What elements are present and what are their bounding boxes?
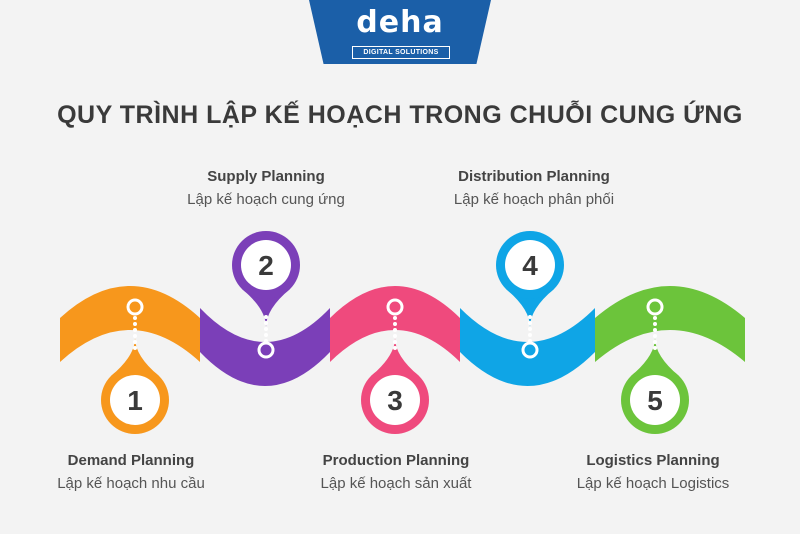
step-2-title: Supply Planning bbox=[207, 168, 325, 185]
step-4-label: Distribution Planning Lập kế hoạch phân … bbox=[424, 167, 644, 210]
step-1-pin-face bbox=[110, 375, 160, 425]
step-4-subtitle: Lập kế hoạch phân phối bbox=[453, 191, 615, 208]
step-3-pin-face bbox=[370, 375, 420, 425]
step-1-connector-dot bbox=[133, 340, 137, 344]
step-5-title: Logistics Planning bbox=[586, 452, 720, 469]
step-4-pin-face bbox=[505, 240, 555, 290]
logo-wordmark: deha bbox=[356, 5, 444, 40]
step-2-connector-dot bbox=[264, 321, 268, 325]
step-1-connector-dot bbox=[133, 346, 137, 350]
step-4-connector-dot bbox=[528, 333, 532, 337]
step-5-label: Logistics Planning Lập kế hoạch Logistic… bbox=[543, 451, 763, 494]
step-3-number: 3 bbox=[387, 385, 403, 416]
step-1-connector-dot bbox=[133, 316, 137, 320]
step-2-pin-face bbox=[241, 240, 291, 290]
step-3-connector-dot bbox=[393, 346, 397, 350]
step-3-title: Production Planning bbox=[322, 452, 470, 469]
step-3-connector-dot bbox=[393, 334, 397, 338]
step-4-title: Distribution Planning bbox=[458, 168, 610, 185]
step-3-pin-tail bbox=[371, 338, 419, 376]
step-1-pin-tail bbox=[111, 338, 159, 376]
step-2-number: 2 bbox=[258, 250, 274, 281]
ribbon-segment-1 bbox=[60, 286, 200, 362]
step-5-connector-dot bbox=[653, 334, 657, 338]
ribbon-segment-4 bbox=[460, 308, 595, 386]
step-4-pin-tail bbox=[506, 289, 554, 327]
ribbon-segment-5 bbox=[595, 286, 745, 362]
step-3-label: Production Planning Lập kế hoạch sản xuấ… bbox=[286, 451, 506, 494]
step-4-number: 4 bbox=[522, 250, 538, 281]
step-5-subtitle: Lập kế hoạch Logistics bbox=[576, 475, 730, 492]
step-4-connector-dot bbox=[528, 327, 532, 331]
step-1-title: Demand Planning bbox=[67, 452, 195, 469]
step-4-connector-dot bbox=[528, 321, 532, 325]
step-5-ribbon-ring bbox=[646, 298, 664, 316]
step-5-number: 5 bbox=[647, 385, 663, 416]
step-3-connector-dot bbox=[393, 340, 397, 344]
step-2-label: Supply Planning Lập kế hoạch cung ứng bbox=[156, 167, 376, 210]
step-5-connector-dot bbox=[653, 316, 657, 320]
step-1-connector-dot bbox=[133, 334, 137, 338]
step-5-connector-dot bbox=[653, 322, 657, 326]
step-1-connector-dot bbox=[133, 322, 137, 326]
logo-banner: deha DIGITAL SOLUTIONS bbox=[309, 0, 491, 64]
step-1-ribbon-ring bbox=[126, 298, 144, 316]
step-5-connector-dot bbox=[653, 340, 657, 344]
step-2-connector-dot bbox=[264, 327, 268, 331]
step-3-subtitle: Lập kế hoạch sản xuất bbox=[320, 475, 472, 492]
step-1-connector-dot bbox=[133, 328, 137, 332]
step-2-subtitle: Lập kế hoạch cung ứng bbox=[187, 191, 345, 208]
step-3-connector-dot bbox=[393, 322, 397, 326]
step-5-connector-dot bbox=[653, 346, 657, 350]
step-4-connector-dot bbox=[528, 315, 532, 319]
step-3-connector-dot bbox=[393, 316, 397, 320]
page-title: QUY TRÌNH LẬP KẾ HOẠCH TRONG CHUỖI CUNG … bbox=[57, 101, 743, 129]
step-4-ribbon-ring bbox=[521, 341, 539, 359]
step-1-label: Demand Planning Lập kế hoạch nhu cầu bbox=[21, 451, 241, 494]
step-5-connector-dot bbox=[653, 328, 657, 332]
step-3-ribbon-ring bbox=[386, 298, 404, 316]
step-1-subtitle: Lập kế hoạch nhu cầu bbox=[57, 475, 205, 492]
step-5-pin-face bbox=[630, 375, 680, 425]
step-2-ribbon-ring bbox=[257, 341, 275, 359]
logo-tagline: DIGITAL SOLUTIONS bbox=[352, 46, 450, 59]
step-2-connector-dot bbox=[264, 333, 268, 337]
step-2-pin-tail bbox=[242, 289, 290, 327]
step-2-connector-dot bbox=[264, 315, 268, 319]
step-3-connector-dot bbox=[393, 328, 397, 332]
ribbon-segment-2 bbox=[200, 308, 330, 386]
step-1-number: 1 bbox=[127, 385, 143, 416]
step-5-pin-tail bbox=[631, 338, 679, 376]
